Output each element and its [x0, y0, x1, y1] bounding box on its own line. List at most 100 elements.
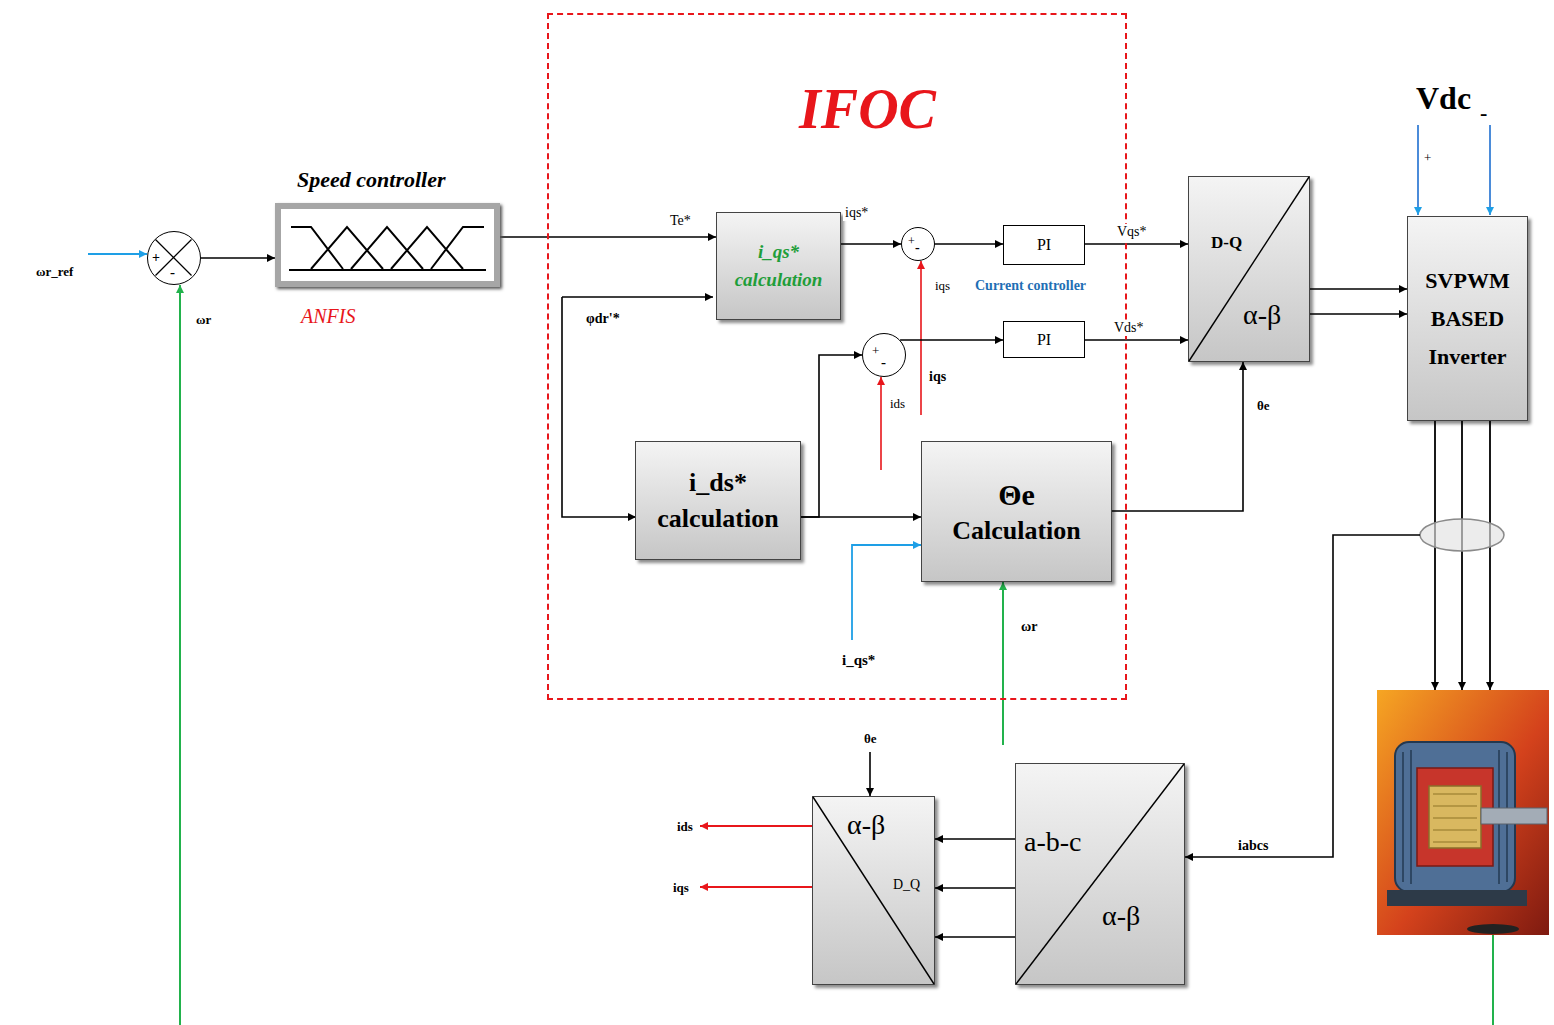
diagonal-divider	[813, 797, 934, 984]
iqs-feedback-wire	[920, 261, 922, 415]
node-text: PI	[1037, 236, 1051, 254]
signal-arrow	[801, 355, 862, 517]
signal-label: θe	[862, 731, 879, 747]
edge-label: Vqs*	[1115, 224, 1149, 240]
signal-label: ωr_ref	[34, 264, 75, 280]
ifoc-region: IFOCi_qs* calculation+-PI+-PIi_ds* calcu…	[547, 13, 1127, 700]
speed-feedback-wire	[179, 285, 181, 1025]
iqs-output-wire	[700, 886, 812, 888]
signal-label: iqs	[927, 369, 948, 385]
current-measurement-wire	[1185, 535, 1420, 857]
signal-label: φdr'*	[584, 311, 622, 327]
signal-label: -	[1478, 100, 1489, 126]
transform-block: a-b-c α-β	[1015, 763, 1185, 985]
signal-label: Vdc	[1414, 80, 1473, 117]
edge-label: iqs*	[843, 205, 870, 221]
reference-speed-input	[88, 253, 147, 255]
speed-feedback-wire	[1002, 582, 1004, 745]
signal-arrow	[900, 339, 1003, 341]
induction-motor-illustration	[1377, 690, 1549, 935]
signal-arrow	[500, 236, 716, 238]
ids-feedback-wire	[880, 377, 882, 470]
signal-label: iabcs	[1236, 838, 1270, 854]
signal-label: iqs	[933, 278, 952, 294]
signal-label: Current controller	[973, 278, 1088, 294]
node-text: D_Q	[893, 877, 920, 893]
fuzzy-controller-block: Speed controllerANFIS	[275, 203, 500, 287]
current-sensor	[1420, 519, 1504, 551]
signal-arrow	[1310, 313, 1407, 315]
signal-label: i_qs*	[840, 652, 877, 669]
block-symbol	[281, 209, 494, 281]
pi-controller: PI	[1003, 321, 1085, 358]
calculation-block: i_qs* calculation	[716, 212, 841, 320]
signal-label: ωr	[1019, 619, 1039, 635]
node-text: i_ds* calculation	[640, 465, 796, 535]
node-text: α-β	[1243, 299, 1281, 331]
node-text: IFOC	[799, 77, 936, 141]
block-symbol	[1016, 764, 1184, 984]
node-text: +	[152, 250, 160, 266]
signal-arrow	[935, 243, 1003, 245]
signal-arrow	[935, 838, 1015, 840]
signal-arrow	[1085, 243, 1188, 245]
node-text: PI	[1037, 331, 1051, 349]
phase-supply-wire	[1489, 421, 1491, 690]
node-text: -	[881, 354, 886, 371]
node-text: +	[872, 343, 879, 359]
edge-label: θe	[1255, 398, 1272, 414]
angle-calculation-block: ΘeCalculation	[921, 441, 1112, 582]
node-text: +	[908, 234, 915, 249]
edge-label: Vds*	[1112, 320, 1146, 336]
dc-supply-wire	[1417, 125, 1419, 215]
signal-label: ids	[675, 819, 695, 835]
node-text: D-Q	[1211, 233, 1242, 253]
node-text: ANFIS	[301, 305, 355, 328]
summing-junction: +-	[901, 227, 935, 261]
transform-block: α-βD_Q	[812, 796, 935, 985]
node-text: Θe	[998, 475, 1035, 514]
pi-controller: PI	[1003, 225, 1085, 265]
calculation-block: i_ds* calculation	[635, 441, 801, 560]
iqs-reference-wire	[852, 545, 921, 640]
block-symbol	[1189, 177, 1309, 361]
signal-arrow	[1310, 288, 1407, 290]
diagonal-divider	[1189, 177, 1309, 361]
node-text: i_qs* calculation	[721, 238, 836, 295]
membership-functions	[291, 227, 484, 269]
node-text: a-b-c	[1024, 826, 1082, 858]
signal-arrow	[1112, 362, 1243, 511]
node-text: Speed controller	[297, 167, 446, 193]
node-text: SVPWM BASED Inverter	[1412, 262, 1523, 376]
signal-label: ids	[888, 396, 907, 412]
angle-input-wire	[869, 752, 871, 796]
ids-output-wire	[700, 825, 812, 827]
diagonal-divider	[1016, 764, 1184, 984]
transform-block: D-Q α-β	[1188, 176, 1310, 362]
signal-arrow	[1085, 339, 1188, 341]
inverter-block: SVPWM BASED Inverter	[1407, 216, 1528, 421]
node-text: -	[170, 264, 175, 281]
phase-supply-wire	[1434, 421, 1436, 690]
speed-sensor-wire	[1492, 935, 1494, 1025]
summing-junction: +-	[147, 231, 201, 285]
signal-arrow	[801, 516, 921, 518]
dc-supply-wire	[1489, 125, 1491, 215]
signal-arrow	[935, 936, 1015, 938]
node-text: α-β	[1102, 900, 1140, 932]
flux-reference-wire	[562, 296, 713, 298]
node-text: Calculation	[952, 514, 1081, 548]
signal-label: +	[1422, 150, 1433, 166]
signal-arrow	[201, 257, 275, 259]
edge-label: Te*	[668, 213, 693, 229]
signal-label: ωr	[194, 312, 213, 328]
membership-axis	[289, 269, 486, 271]
node-text: -	[915, 240, 920, 256]
signal-label: iqs	[671, 880, 691, 896]
signal-arrow	[841, 243, 901, 245]
phase-supply-wire	[1461, 421, 1463, 690]
flux-reference-wire	[562, 297, 636, 517]
summing-junction: +-	[862, 333, 906, 377]
